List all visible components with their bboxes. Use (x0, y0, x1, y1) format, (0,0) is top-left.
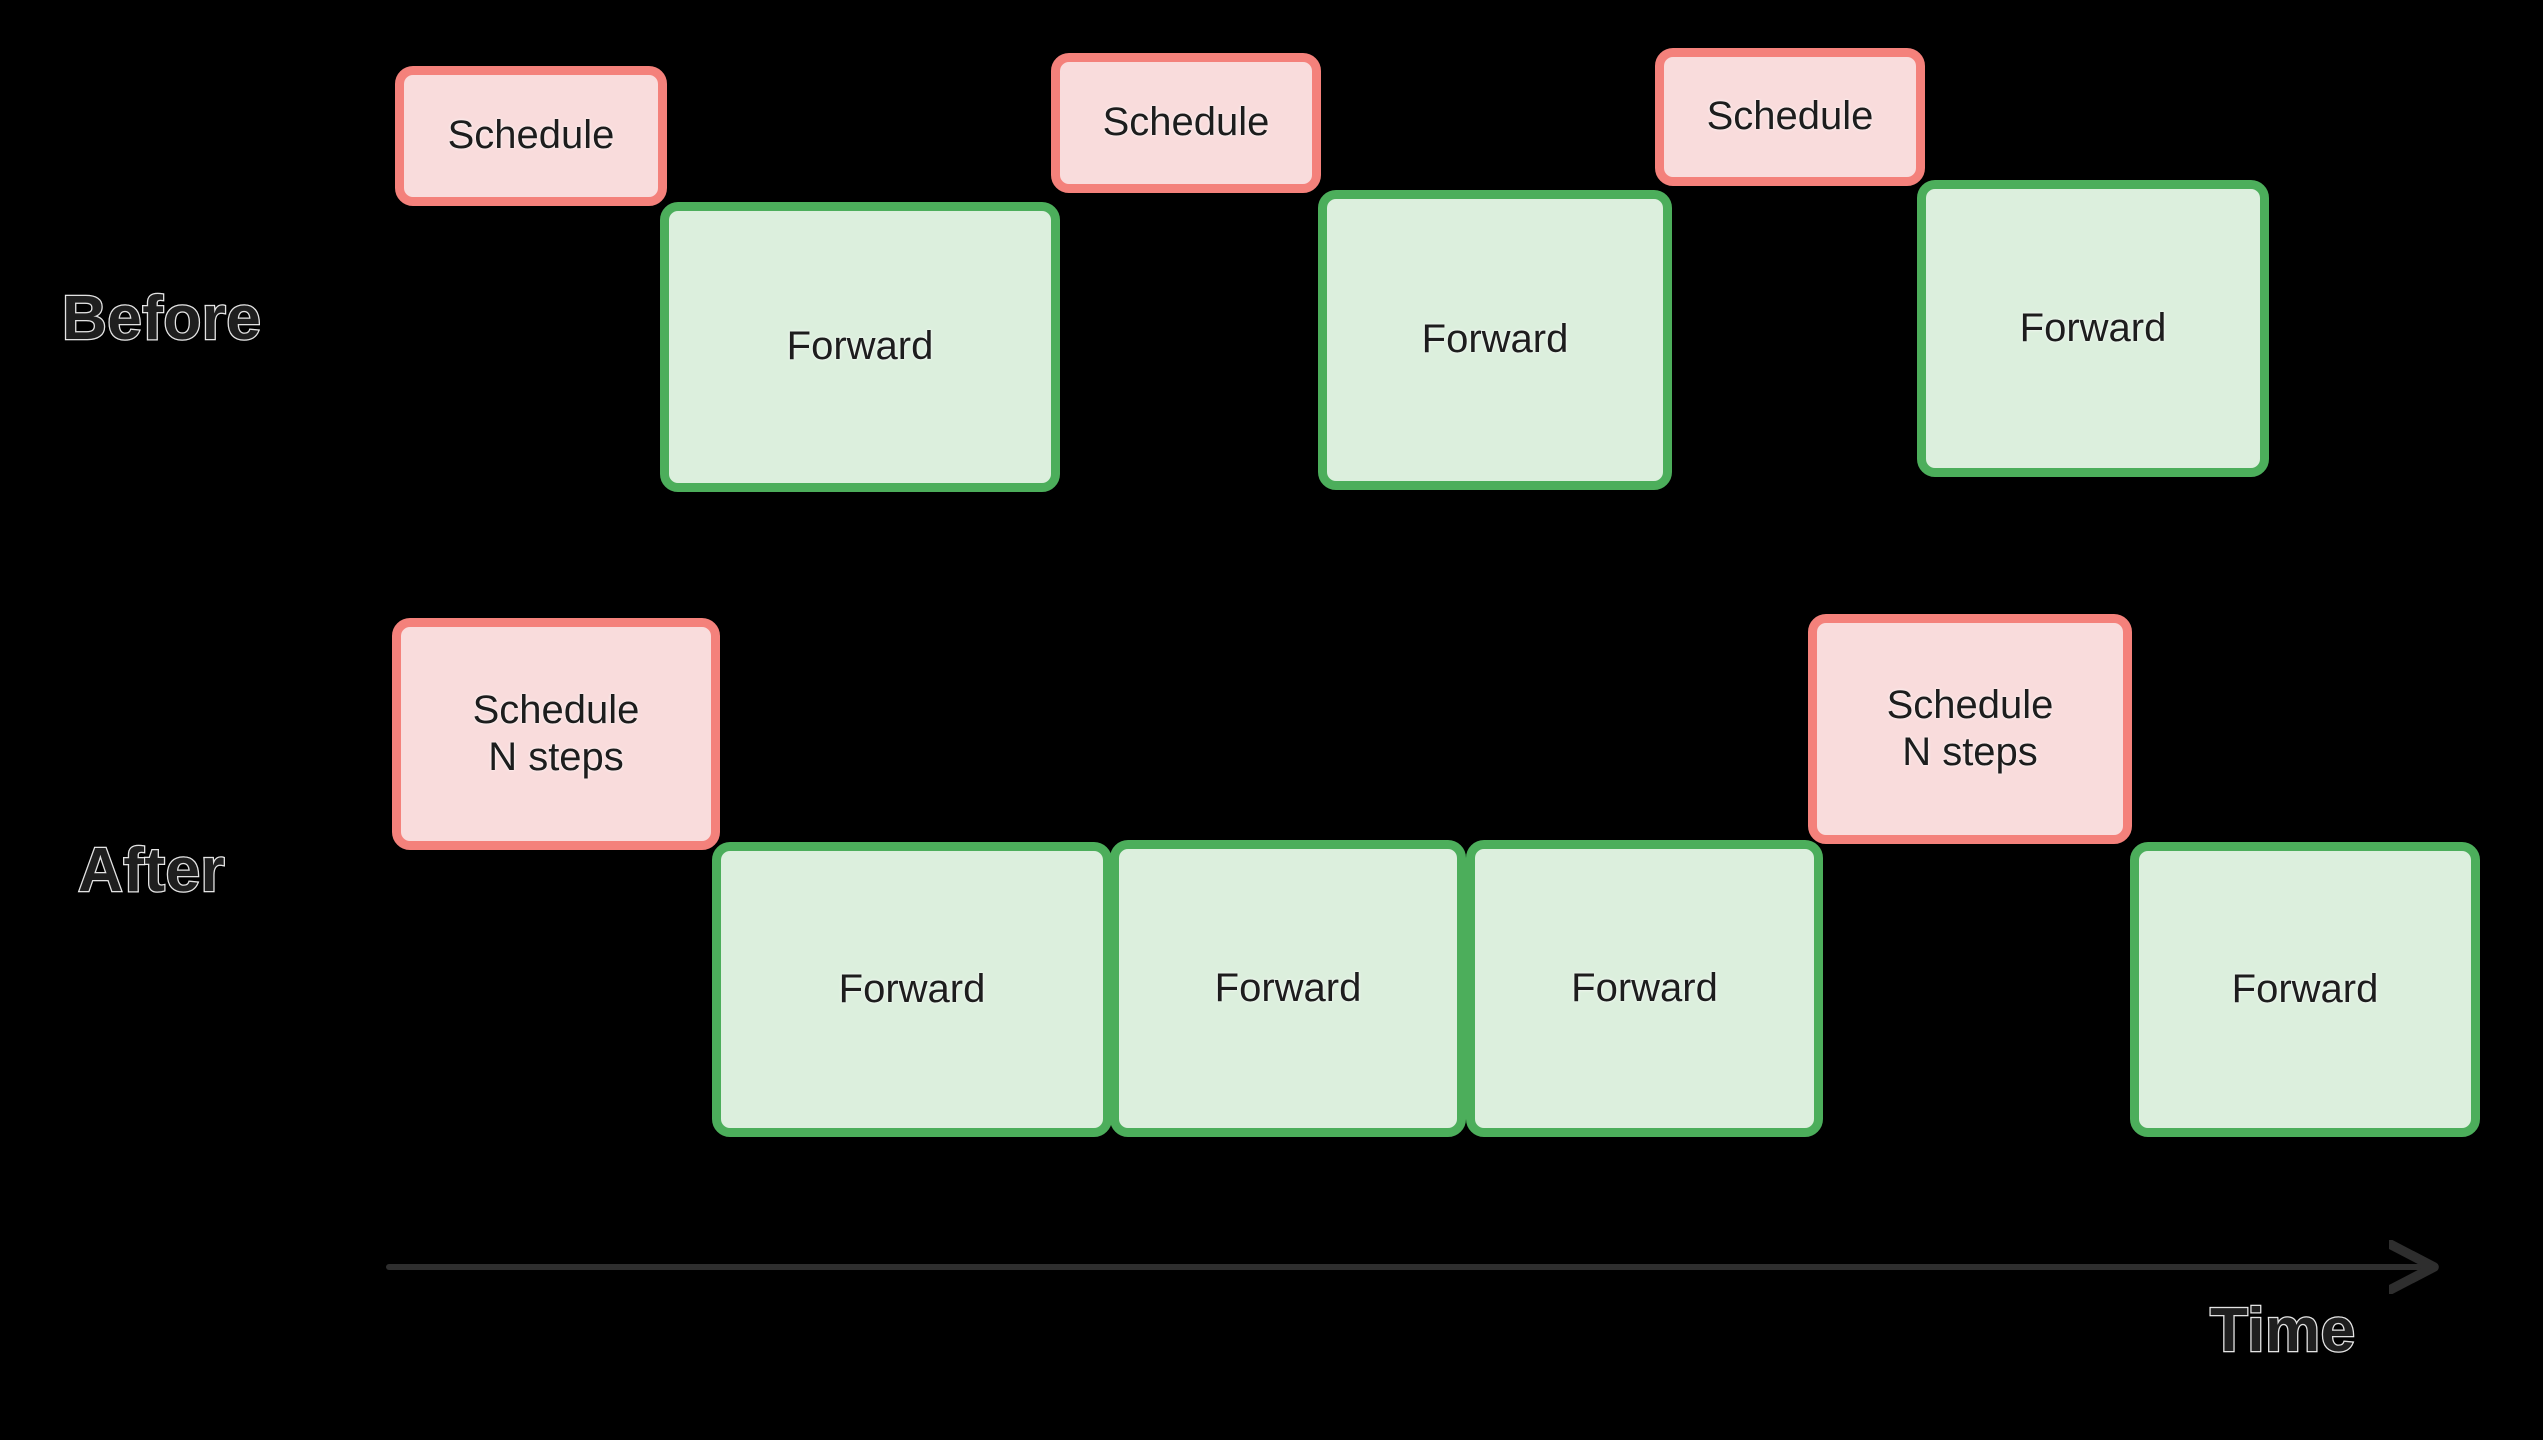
before-forward-box-1: Forward (660, 202, 1060, 492)
box-label: Forward (838, 966, 986, 1011)
after-forward-box-4: Forward (2130, 842, 2480, 1137)
after-schedule-box-2: Schedule N steps (1808, 614, 2132, 844)
box-label: Schedule (1706, 94, 1874, 139)
box-label: Forward (786, 324, 934, 369)
box-label: Schedule N steps (472, 687, 640, 779)
row-label-before: Before (61, 284, 262, 353)
before-forward-box-2: Forward (1318, 190, 1672, 490)
time-axis-label: Time (2209, 1296, 2357, 1365)
time-arrow-icon (386, 1239, 2455, 1299)
box-label: Schedule N steps (1886, 682, 2054, 774)
after-forward-box-1: Forward (712, 842, 1112, 1137)
after-schedule-box-1: Schedule N steps (392, 618, 720, 850)
box-label: Forward (2231, 966, 2379, 1011)
before-schedule-box-3: Schedule (1655, 48, 1925, 186)
before-forward-box-3: Forward (1917, 180, 2269, 477)
after-forward-box-2: Forward (1110, 840, 1466, 1137)
box-label: Forward (1214, 965, 1362, 1010)
box-label: Forward (1571, 965, 1718, 1010)
row-label-after: After (77, 836, 226, 905)
before-schedule-box-1: Schedule (395, 66, 667, 206)
before-schedule-box-2: Schedule (1051, 53, 1321, 193)
box-label: Schedule (1102, 100, 1270, 145)
box-label: Forward (2019, 305, 2167, 350)
box-label: Forward (1421, 317, 1569, 362)
time-axis (385, 1239, 2460, 1299)
box-label: Schedule (447, 113, 615, 158)
after-forward-box-3: Forward (1466, 840, 1823, 1137)
